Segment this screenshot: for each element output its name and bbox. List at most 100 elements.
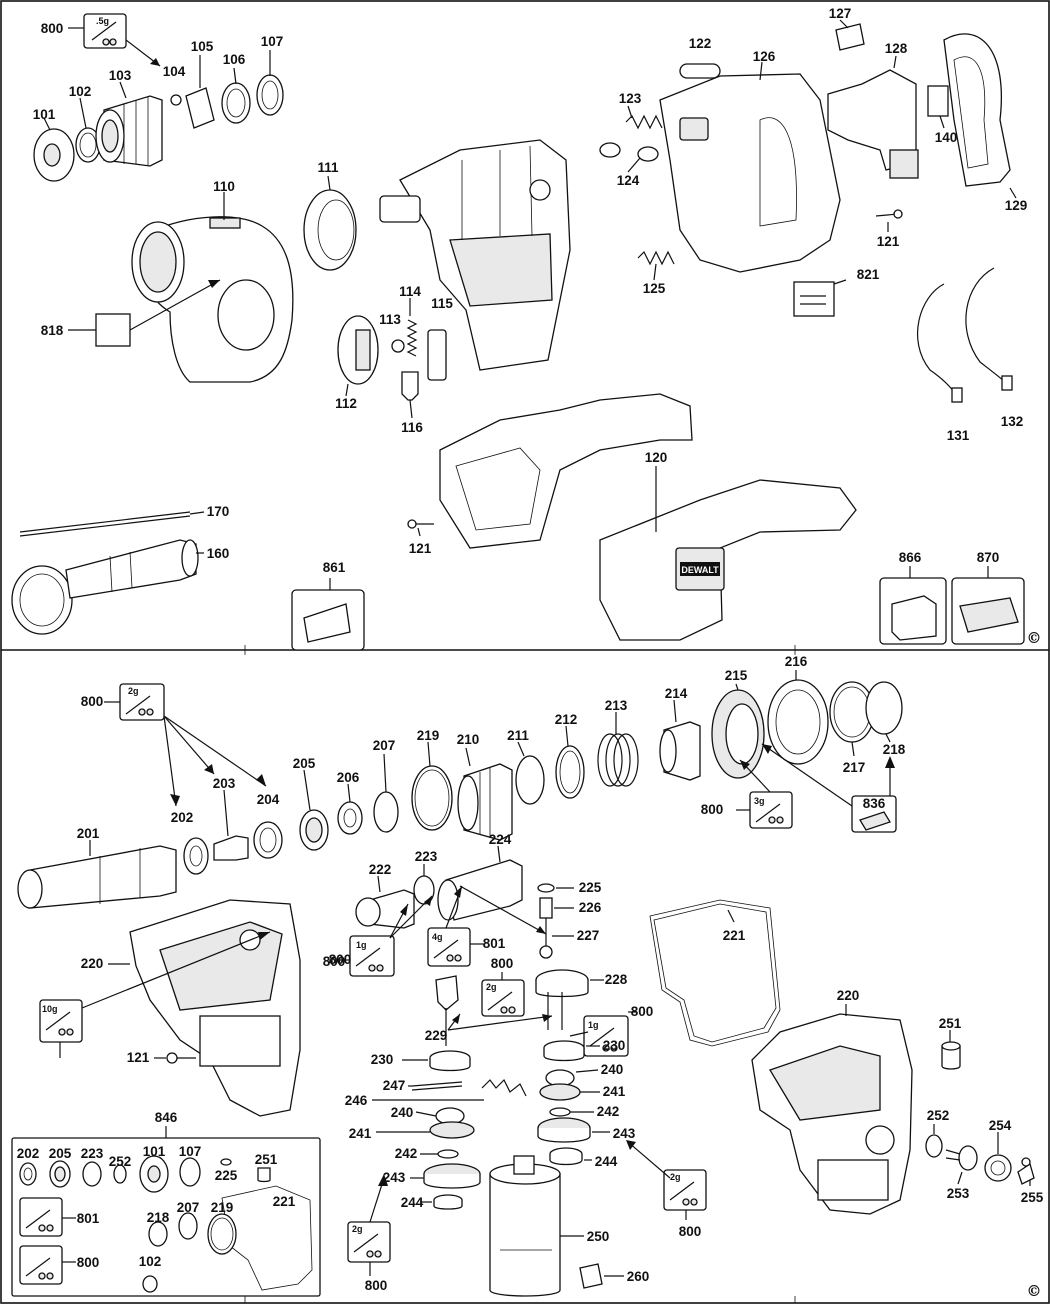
shaft-plug-icon <box>945 1145 978 1171</box>
part-label: 250 <box>587 1229 610 1244</box>
part-label: 243 <box>613 1126 636 1141</box>
part-label: 201 <box>77 826 100 841</box>
depth-rod-icon <box>19 511 191 533</box>
pin-icon <box>391 339 405 353</box>
front-housing-icon <box>131 216 294 383</box>
part-label: 260 <box>627 1269 650 1284</box>
part-label: .5g <box>96 16 109 26</box>
part-label: 107 <box>179 1144 202 1159</box>
part-label: 101 <box>143 1144 166 1159</box>
terminal-icon <box>951 387 963 403</box>
kit-o-ring-icon <box>113 1164 127 1184</box>
screw-icon <box>875 209 903 219</box>
part-label: 122 <box>689 36 712 51</box>
part-label: 254 <box>989 1118 1012 1133</box>
part-label: 800 <box>323 954 346 969</box>
part-label: 205 <box>49 1146 72 1161</box>
wire-lead-icon <box>916 283 957 399</box>
switch-button-icon <box>835 23 865 51</box>
part-label: 116 <box>401 420 423 435</box>
ball-icon <box>170 94 182 106</box>
part-label: 127 <box>829 6 852 21</box>
part-label: 101 <box>33 107 56 122</box>
part-label: 253 <box>947 1186 970 1201</box>
clutch-spring-icon <box>597 733 639 787</box>
part-label: 218 <box>147 1210 170 1225</box>
part-label: 160 <box>207 546 230 561</box>
chuck-collar-icon <box>95 95 163 167</box>
part-label: 1g <box>588 1020 599 1030</box>
part-label: 215 <box>725 668 748 683</box>
part-label: 221 <box>723 928 746 943</box>
part-label: 870 <box>977 550 1000 565</box>
clutch-ring-icon <box>303 189 357 271</box>
part-label: 2g <box>670 1172 681 1182</box>
part-label: 128 <box>885 41 908 56</box>
gasket-icon <box>859 811 891 831</box>
part-label: 846 <box>155 1110 178 1125</box>
part-label: 212 <box>555 712 578 727</box>
selector-knob-icon <box>337 315 379 385</box>
part-label: 207 <box>177 1200 200 1215</box>
lever-icon <box>427 329 447 381</box>
part-label: 10g <box>42 1004 58 1014</box>
gear-case-assembly-icon <box>379 139 571 371</box>
spring-clip-icon <box>481 1078 527 1097</box>
part-label: 821 <box>857 267 880 282</box>
bearing-icon <box>429 1050 471 1072</box>
part-label: 219 <box>417 728 440 743</box>
part-label: 242 <box>597 1104 620 1119</box>
kit-plug-icon <box>257 1167 271 1183</box>
bearing-icon <box>433 1194 463 1210</box>
part-label: 210 <box>457 732 480 747</box>
part-label: 114 <box>399 284 421 299</box>
part-label: 105 <box>191 39 214 54</box>
kit-o-ring-icon <box>178 1212 198 1240</box>
washer-icon <box>183 837 209 875</box>
part-label: 121 <box>409 541 432 556</box>
part-label: 240 <box>391 1105 414 1120</box>
part-label: 252 <box>927 1108 950 1123</box>
terminal-icon <box>1001 375 1013 391</box>
plug-icon <box>941 1045 961 1070</box>
part-label: 120 <box>645 450 668 465</box>
kit-washer-icon <box>142 1275 158 1293</box>
o-ring-icon <box>925 1134 943 1158</box>
part-label: 240 <box>601 1062 624 1077</box>
spring-icon <box>406 319 418 357</box>
warning-label-icon <box>95 313 131 347</box>
part-label: 243 <box>383 1170 406 1185</box>
part-label: 107 <box>261 34 284 49</box>
part-label: 800 <box>81 694 104 709</box>
brand-logo: DEWALT <box>681 565 719 575</box>
part-label: 206 <box>337 770 360 785</box>
gasket-outline-icon <box>649 899 781 1047</box>
part-label: 207 <box>373 738 396 753</box>
ring-icon <box>555 745 585 799</box>
part-label: 866 <box>899 550 922 565</box>
part-label: 2g <box>486 982 497 992</box>
rating-label-icon <box>793 281 835 317</box>
part-label: 103 <box>109 68 132 83</box>
piston-sleeve-icon <box>355 889 415 929</box>
part-label: 115 <box>431 296 453 311</box>
part-label: 121 <box>127 1050 150 1065</box>
part-label: 225 <box>579 880 602 895</box>
part-label: 211 <box>507 728 529 743</box>
part-label: 218 <box>883 742 906 757</box>
part-label: 861 <box>323 560 346 575</box>
gear-housing-icon <box>129 899 301 1117</box>
screw-icon <box>166 1052 196 1064</box>
carbon-brush-icon <box>599 142 621 158</box>
part-label: 216 <box>785 654 808 669</box>
bushing-icon <box>213 835 249 861</box>
needle-bearing-icon <box>457 763 513 841</box>
part-label: 252 <box>109 1154 132 1169</box>
part-label: 223 <box>81 1146 104 1161</box>
screw-icon <box>1017 1162 1035 1185</box>
carry-case-icon <box>303 603 351 643</box>
part-label: 251 <box>255 1152 278 1167</box>
part-label: 244 <box>401 1195 424 1210</box>
part-label: 223 <box>415 849 438 864</box>
